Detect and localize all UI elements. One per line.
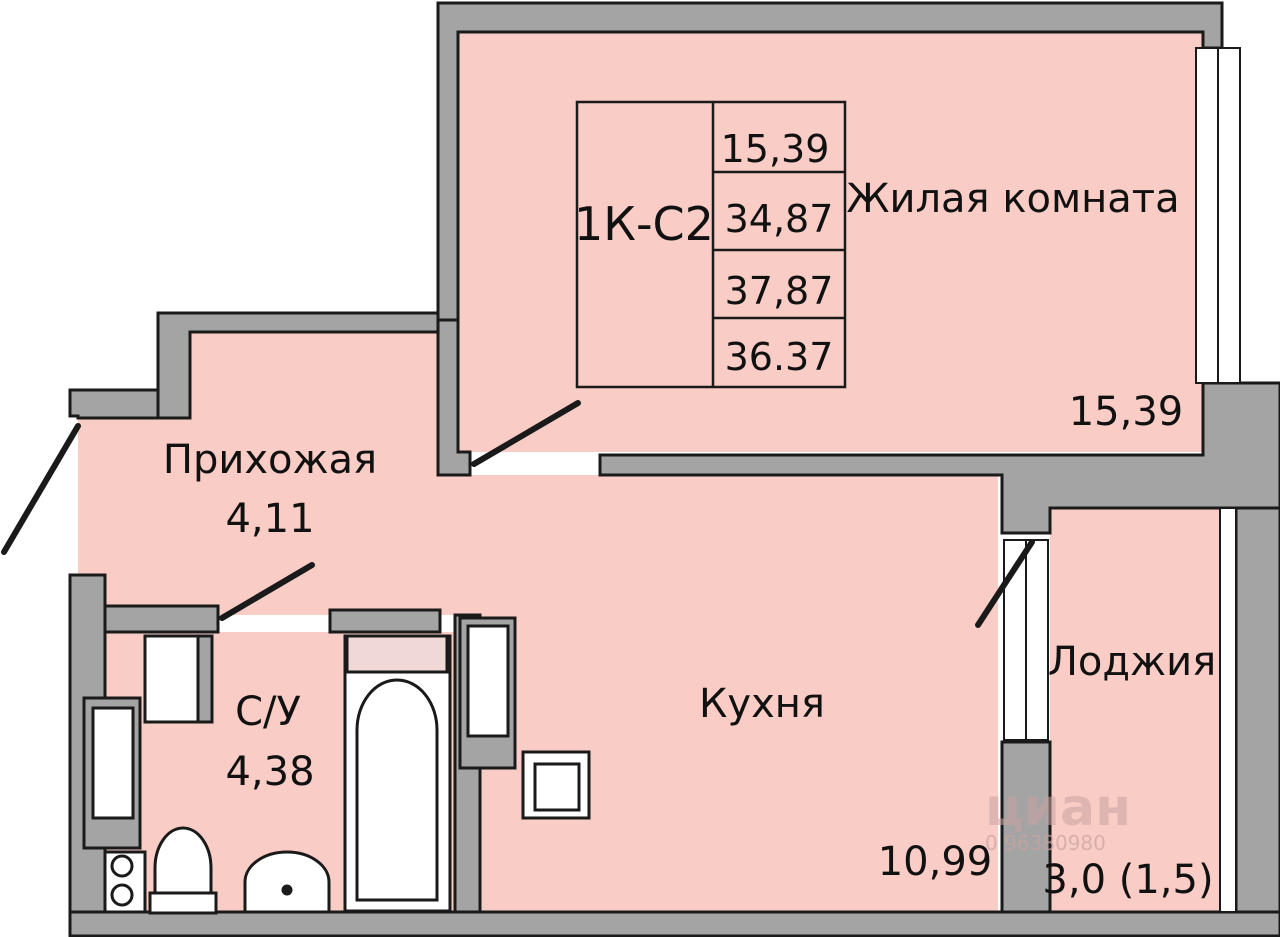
hall-name: Прихожая	[163, 437, 377, 483]
watermark-number: 0 96380980	[985, 831, 1106, 855]
area-total: 37,87	[725, 269, 834, 313]
wall-partition-living-kitchen	[598, 381, 1280, 535]
door-bathroom	[219, 562, 315, 621]
towel-dryer-icon	[196, 634, 214, 724]
doors	[1, 400, 1035, 628]
sink-icon	[243, 850, 331, 914]
area-table	[575, 100, 847, 389]
wall-bath-top	[103, 604, 220, 634]
window-loggia	[1219, 507, 1237, 913]
kitchen-area: 10,99	[878, 839, 993, 885]
living-room-name: Жилая комната	[846, 176, 1179, 222]
wall-loggia-right	[1234, 506, 1280, 914]
bathroom-fixtures	[82, 616, 591, 915]
wall-living-left	[436, 318, 472, 477]
hall-kitchen-floor	[78, 332, 998, 912]
kitchen-name: Кухня	[699, 681, 825, 727]
bathroom-area: 4,38	[225, 749, 314, 795]
living-room-area: 15,39	[1069, 389, 1184, 435]
area-total-living: 34,87	[725, 197, 834, 241]
toilet-icon	[153, 826, 213, 895]
loggia-name: Лоджия	[1048, 639, 1216, 685]
area-living: 15,39	[721, 127, 830, 171]
watermark-brand: циан	[985, 778, 1131, 838]
hall-area: 4,11	[225, 496, 314, 542]
wall-hall-left-top	[68, 388, 160, 420]
door-loggia	[975, 539, 1035, 628]
door-living	[471, 400, 581, 467]
windows	[1003, 47, 1241, 913]
door-entrance	[1, 423, 81, 555]
loggia-floor	[1050, 508, 1220, 913]
wall-bath-top-right	[328, 608, 442, 634]
bathroom-name: С/У	[235, 689, 301, 735]
loggia-area: 3,0 (1,5)	[1042, 857, 1213, 903]
wall-bottom	[68, 910, 1280, 937]
area-total-reduced: 36.37	[725, 335, 834, 379]
plan-code: 1К-С2	[574, 197, 714, 251]
walls	[68, 1, 1280, 937]
watermark: циан 0 96380980	[985, 778, 1131, 855]
